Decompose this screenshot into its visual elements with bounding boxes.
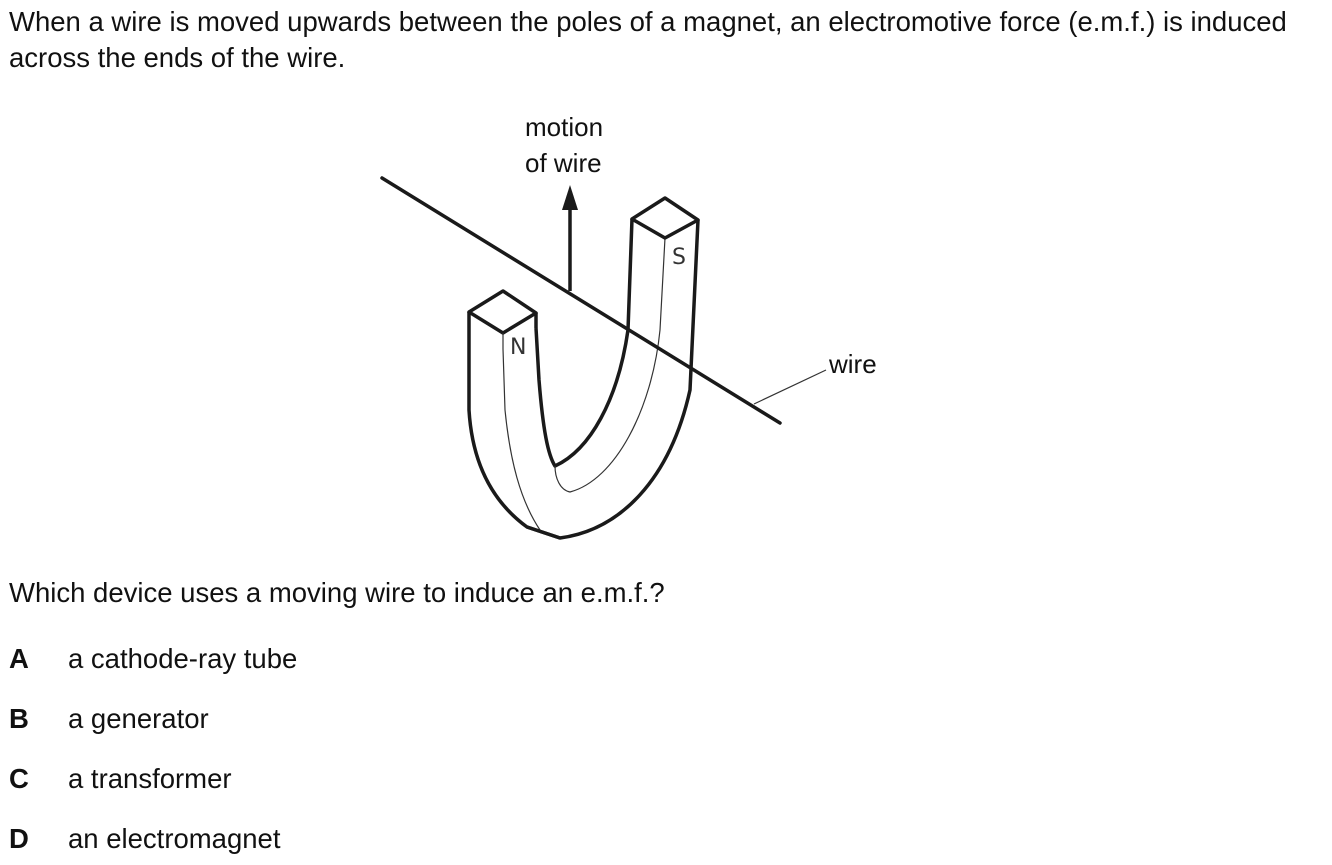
magnet-face-edge-right xyxy=(554,237,666,493)
option-text: a generator xyxy=(68,703,209,734)
motion-label-line2: of wire xyxy=(525,148,602,178)
option-letter: B xyxy=(9,703,29,734)
option-text: an electromagnet xyxy=(68,823,281,854)
option-b[interactable]: B a generator xyxy=(9,701,409,737)
magnet-face-edge xyxy=(502,348,541,531)
magnet-inner-outline xyxy=(534,218,634,468)
option-letter: C xyxy=(9,763,29,794)
option-d[interactable]: D an electromagnet xyxy=(9,821,409,857)
option-letter: D xyxy=(9,823,29,854)
option-text: a transformer xyxy=(68,763,232,794)
question-prompt: Which device uses a moving wire to induc… xyxy=(9,577,665,608)
option-text: a cathode-ray tube xyxy=(68,643,298,674)
motion-arrow-head xyxy=(562,185,578,210)
south-pole-label: S xyxy=(672,245,686,270)
wire-leader-line xyxy=(753,369,827,405)
north-pole-label: N xyxy=(510,335,526,360)
motion-label-line1: motion xyxy=(525,112,603,142)
option-a[interactable]: A a cathode-ray tube xyxy=(9,641,409,677)
option-letter: A xyxy=(9,643,29,674)
wire xyxy=(380,176,782,425)
magnet-wire-diagram: N S motion of wire wire xyxy=(380,112,877,540)
question-stem: When a wire is moved upwards between the… xyxy=(9,6,1287,73)
option-c[interactable]: C a transformer xyxy=(9,761,409,797)
north-pole-top xyxy=(467,289,538,335)
magnet-outer-outline xyxy=(467,219,700,540)
south-pole-top xyxy=(630,196,700,240)
magnet-bottom-edge xyxy=(526,525,561,540)
wire-label: wire xyxy=(828,349,877,379)
